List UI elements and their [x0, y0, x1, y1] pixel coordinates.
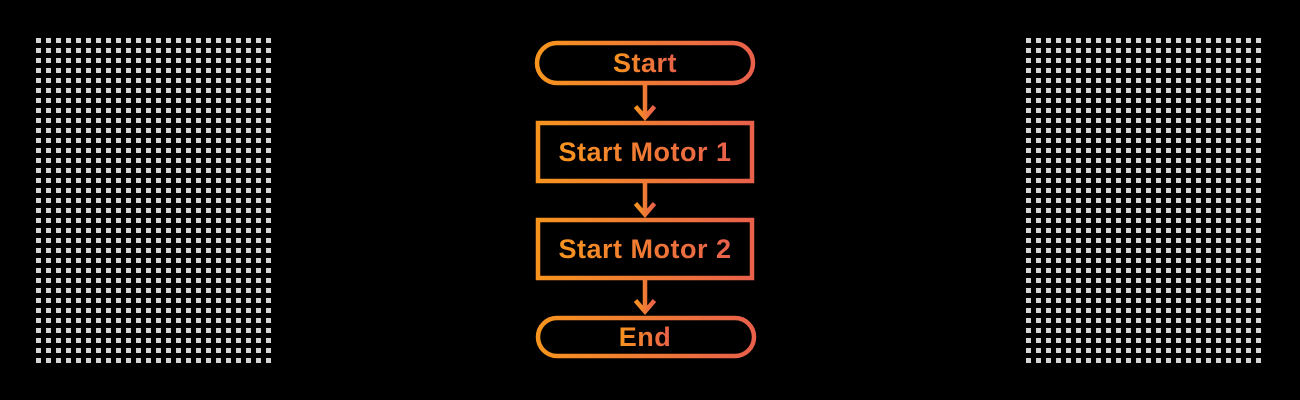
node-start-motor-1-label: Start Motor 1: [558, 137, 731, 167]
node-end-label: End: [619, 322, 672, 352]
node-start-label: Start: [613, 48, 677, 78]
node-end-terminator: [535, 315, 757, 359]
node-start-motor-2-label: Start Motor 2: [558, 234, 731, 264]
arrow-motor1-to-motor2-icon: [633, 182, 657, 218]
dot-grid-left: [36, 38, 271, 363]
node-start-motor-2-process: [535, 217, 755, 281]
node-start-motor-1-process: [535, 120, 755, 184]
arrow-start-to-motor1-icon: [633, 85, 657, 121]
arrow-motor2-to-end-icon: [633, 279, 657, 315]
dot-grid-right: [1026, 38, 1261, 363]
node-start-terminator: [534, 40, 756, 86]
